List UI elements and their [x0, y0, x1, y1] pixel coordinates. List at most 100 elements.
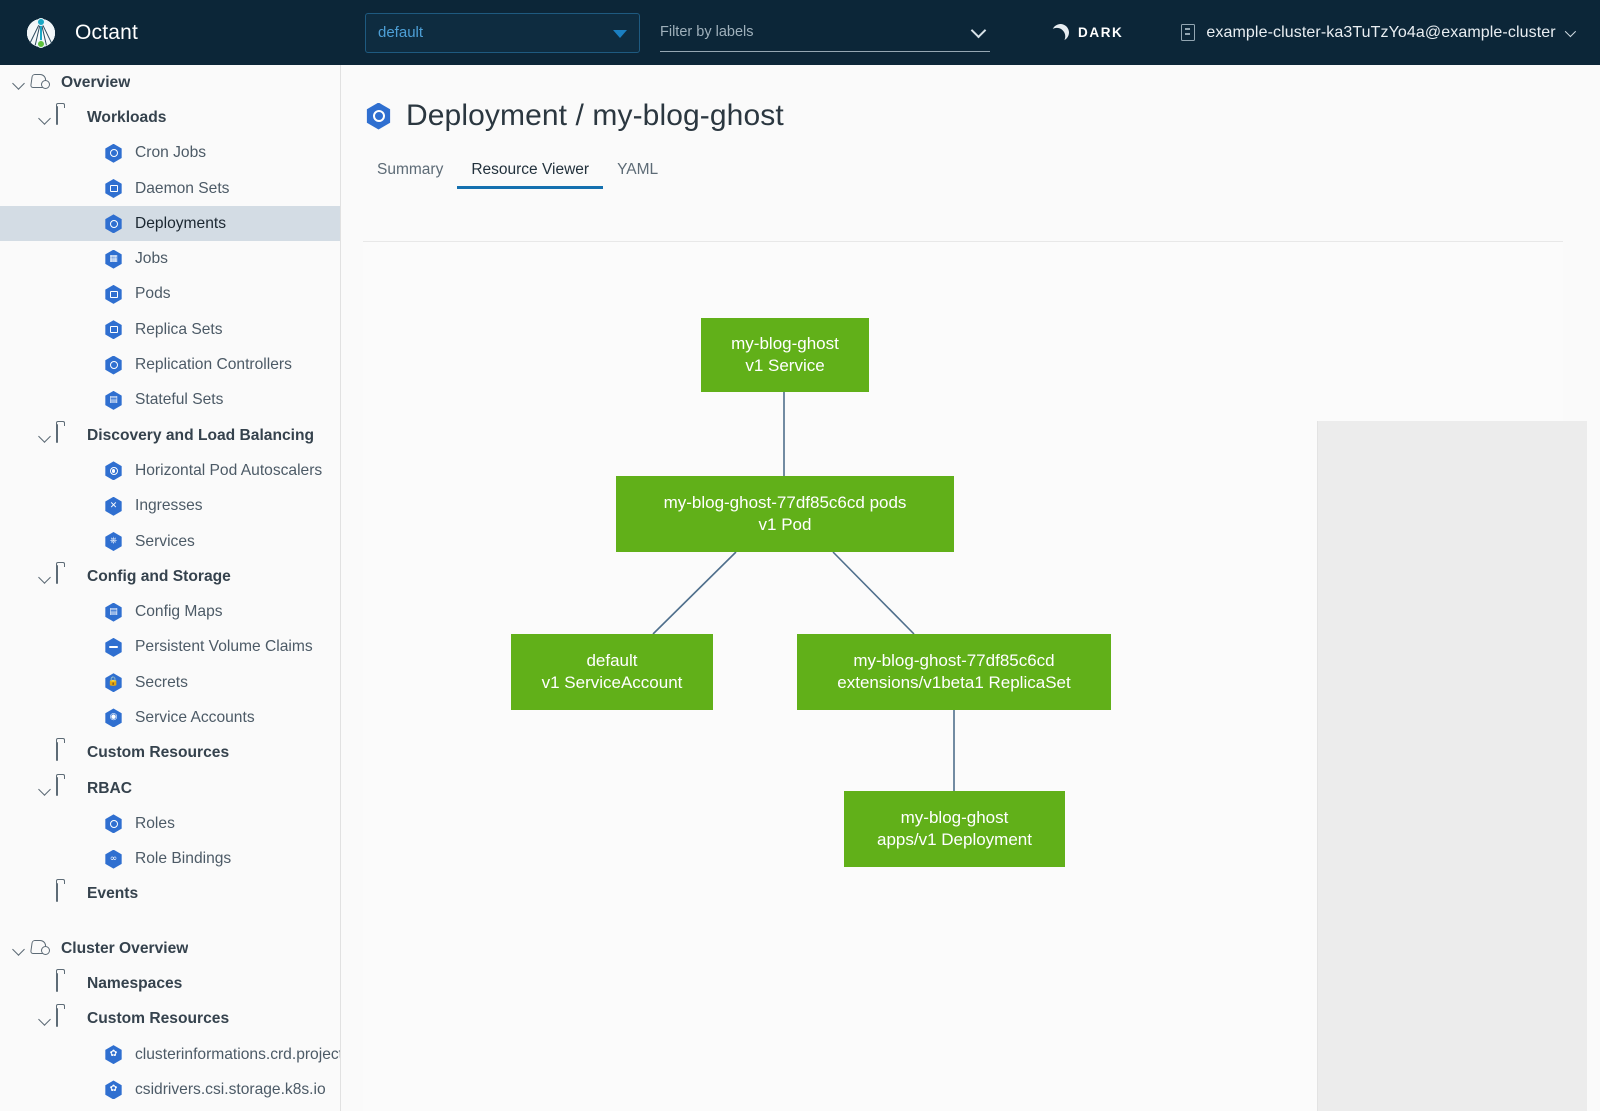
tree-spacer — [84, 214, 104, 234]
graph-node-kind: extensions/v1beta1 ReplicaSet — [837, 673, 1071, 692]
sidebar-item-namespaces[interactable]: Namespaces — [0, 966, 340, 1001]
sidebar-item-custom-resources[interactable]: Custom Resources — [0, 736, 340, 771]
sidebar-item-daemon-sets[interactable]: Daemon Sets — [0, 171, 340, 206]
jobs-icon: ▦ — [104, 249, 125, 270]
sidebar-item-config-maps[interactable]: ▤ Config Maps — [0, 594, 340, 629]
hpa-icon — [104, 460, 125, 481]
sidebar-item-clusterinformations-crd-project[interactable]: ✿clusterinformations.crd.project — [0, 1037, 340, 1072]
sidebar-item-cluster-overview[interactable]: Cluster Overview — [0, 931, 340, 966]
tree-spacer — [36, 974, 56, 994]
tree-spacer — [36, 884, 56, 904]
chevron-down-icon[interactable] — [10, 939, 30, 959]
sidebar-item-label: Jobs — [135, 250, 168, 268]
sidebar-item-label: Config Maps — [135, 603, 223, 621]
tree-spacer — [84, 1080, 104, 1100]
folder-icon — [56, 565, 77, 587]
sidebar-item-label: RBAC — [87, 779, 133, 797]
sidebar-item-label: Events — [87, 885, 139, 903]
chevron-down-icon[interactable] — [36, 108, 56, 128]
sidebar-item-ingresses[interactable]: ✕Ingresses — [0, 489, 340, 524]
sidebar-item-label: Ingresses — [135, 497, 203, 515]
deployment-icon — [366, 102, 391, 130]
sidebar-item-pods[interactable]: Pods — [0, 277, 340, 312]
sidebar-item-horizontal-pod-autoscalers[interactable]: Horizontal Pod Autoscalers — [0, 453, 340, 488]
tab-bar[interactable]: Summary Resource Viewer YAML — [363, 155, 1600, 189]
sidebar-item-replication-controllers[interactable]: Replication Controllers — [0, 347, 340, 382]
tab-yaml[interactable]: YAML — [617, 161, 659, 178]
sidebar-item-persistent-volume-claims[interactable]: Persistent Volume Claims — [0, 630, 340, 665]
sidebar-item-discovery-and-load-balancing[interactable]: Discovery and Load Balancing — [0, 418, 340, 453]
cluster-icon — [1181, 24, 1196, 41]
sidebar-item-label: Discovery and Load Balancing — [87, 426, 315, 444]
config-maps-icon: ▤ — [104, 602, 125, 623]
sidebar-item-service-accounts[interactable]: ◉Service Accounts — [0, 700, 340, 735]
chevron-down-icon[interactable] — [36, 1009, 56, 1029]
services-icon: ⎈ — [104, 531, 125, 552]
sidebar-item-role-bindings[interactable]: ∞Role Bindings — [0, 842, 340, 877]
folder-icon — [56, 882, 77, 905]
sidebar-item-events[interactable]: Events — [0, 877, 340, 912]
sidebar-item-label: csidrivers.csi.storage.k8s.io — [135, 1080, 326, 1098]
tree-spacer — [84, 637, 104, 657]
tree-spacer — [84, 708, 104, 728]
replication-controllers-icon — [104, 355, 125, 376]
tree-spacer — [84, 179, 104, 199]
chevron-down-icon[interactable] — [36, 426, 56, 446]
graph-node-title: default — [586, 651, 638, 670]
sidebar-item-overview[interactable]: Overview — [0, 65, 340, 100]
chevron-down-icon[interactable] — [36, 567, 56, 587]
sidebar-item-workloads[interactable]: Workloads — [0, 100, 340, 135]
brand[interactable]: Octant — [0, 0, 341, 65]
sidebar-item-label: Namespaces — [87, 975, 183, 993]
graph-node-kind: apps/v1 Deployment — [877, 830, 1032, 849]
tab-resource-viewer[interactable]: Resource Viewer — [457, 161, 603, 189]
tree-spacer — [84, 461, 104, 481]
labels-filter-input[interactable]: Filter by labels — [660, 14, 990, 52]
sidebar-item-services[interactable]: ⎈Services — [0, 524, 340, 559]
moon-icon — [1049, 21, 1071, 43]
role-bindings-icon: ∞ — [104, 849, 125, 870]
tree-spacer — [84, 390, 104, 410]
sidebar-item-csidrivers-csi-storage-k8s-io[interactable]: ✿csidrivers.csi.storage.k8s.io — [0, 1072, 340, 1107]
sidebar-item-roles[interactable]: Roles — [0, 806, 340, 841]
sidebar-item-cron-jobs[interactable]: Cron Jobs — [0, 136, 340, 171]
cluster-picker[interactable]: example-cluster-ka3TuTzYo4a@example-clus… — [1181, 24, 1576, 42]
pods-icon — [104, 284, 125, 305]
namespace-select[interactable]: default — [365, 12, 640, 53]
details-side-panel[interactable] — [1317, 421, 1587, 1111]
tree-spacer — [84, 496, 104, 516]
sidebar-item-custom-resources[interactable]: Custom Resources — [0, 1002, 340, 1037]
graph-node-title: my-blog-ghost — [900, 808, 1009, 827]
theme-toggle[interactable]: DARK — [1052, 24, 1123, 41]
graph-node-dep[interactable]: my-blog-ghost apps/v1 Deployment — [844, 791, 1065, 867]
chevron-down-icon[interactable] — [970, 22, 987, 38]
sidebar-item-rbac[interactable]: RBAC — [0, 771, 340, 806]
sidebar-item-deployments[interactable]: Deployments — [0, 206, 340, 242]
folder-icon — [56, 741, 77, 764]
brand-name: Octant — [75, 20, 139, 44]
sidebar-item-label: Stateful Sets — [135, 391, 224, 409]
sidebar-item-secrets[interactable]: 🔒Secrets — [0, 665, 340, 700]
daemon-sets-icon — [104, 178, 125, 199]
tree-spacer — [84, 320, 104, 340]
sidebar-item-jobs[interactable]: ▦ Jobs — [0, 241, 340, 276]
sidebar-item-label: Daemon Sets — [135, 179, 230, 197]
sidebar-item-stateful-sets[interactable]: ▤Stateful Sets — [0, 383, 340, 418]
pvc-icon — [104, 637, 125, 658]
chevron-down-icon[interactable] — [36, 779, 56, 799]
sidebar-item-label: Cron Jobs — [135, 144, 207, 162]
tab-summary[interactable]: Summary — [377, 161, 444, 178]
sidebar-item-replica-sets[interactable]: Replica Sets — [0, 312, 340, 347]
sidebar-item-label: clusterinformations.crd.project — [135, 1045, 340, 1063]
sidebar-item-config-and-storage[interactable]: Config and Storage — [0, 559, 340, 594]
chevron-down-icon[interactable] — [10, 73, 30, 93]
sidebar-item-label: Workloads — [87, 108, 167, 126]
secrets-icon: 🔒 — [104, 672, 125, 693]
